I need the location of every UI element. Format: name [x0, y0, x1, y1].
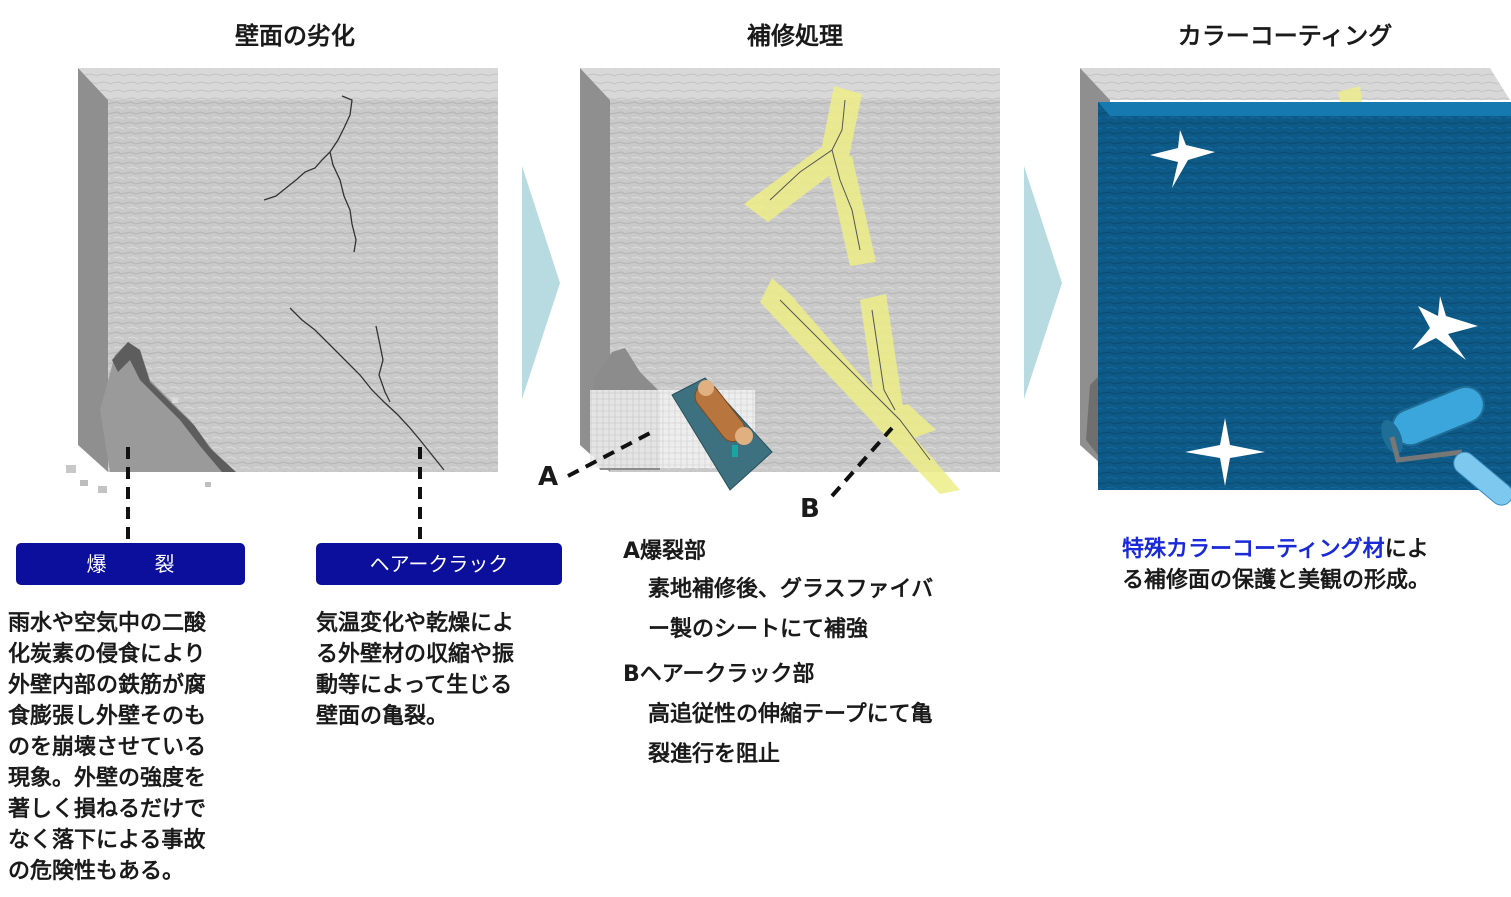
callout-a-label: A: [538, 462, 559, 492]
explosion-description: 雨水や空気中の二酸 化炭素の侵食により 外壁内部の鉄筋が腐 食膨張し外壁そのも …: [8, 611, 207, 884]
arrow-to-coating-icon: [1024, 166, 1062, 399]
explosion-badge: 爆 裂: [16, 543, 245, 585]
callout-b-line: [830, 426, 894, 498]
repair-b-heading: Bヘアークラック部: [623, 662, 815, 687]
sparkle-icon: [1150, 130, 1478, 486]
repaired-cracks: [769, 99, 931, 461]
fiberglass-sheet-icon: [671, 377, 773, 491]
callout-b-label: B: [800, 494, 820, 524]
hair-crack-description: 気温変化や乾燥によ る外壁材の収縮や振 動等によって生じる 壁面の亀裂。: [316, 611, 515, 729]
hair-crack-badge: ヘアークラック: [316, 543, 562, 585]
explosion-damage: [66, 342, 236, 493]
stretch-tape-strips: [744, 86, 960, 494]
arrow-to-repair-icon: [522, 166, 560, 399]
panel-title-repair: 補修処理: [747, 22, 843, 50]
panel-title-coating: カラーコーティング: [1177, 22, 1393, 50]
paint-roller-icon: [1381, 385, 1511, 506]
repair-b-description: 高追従性の伸縮テープにて亀 裂進行を阻止: [648, 702, 933, 767]
hair-cracks: [263, 95, 445, 471]
callout-a-line: [567, 430, 653, 478]
panel-title-deterioration: 壁面の劣化: [235, 22, 355, 50]
coating-material-highlight: 特殊カラーコーティング材: [1122, 537, 1385, 562]
repair-a-heading: A爆裂部: [623, 539, 707, 564]
repair-a-description: 素地補修後、グラスファイバ ー製のシートにて補強: [648, 577, 934, 642]
coating-description: 特殊カラーコーティング材によ る補修面の保護と美観の形成。: [1122, 537, 1431, 593]
